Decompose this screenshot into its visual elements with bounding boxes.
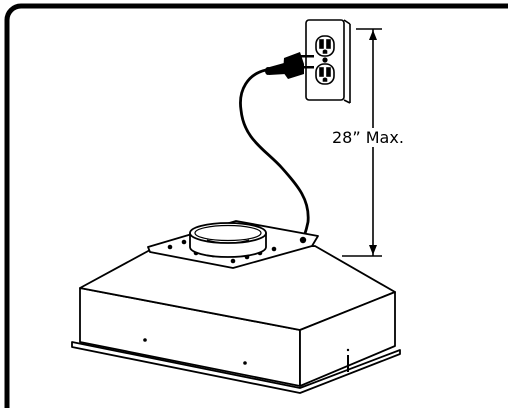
duct-collar [189, 222, 267, 258]
diagram-border [4, 3, 508, 408]
power-plug [265, 52, 314, 79]
hood-side-face [299, 291, 396, 387]
power-cord [239, 68, 310, 242]
outlet-socket-bottom [315, 63, 335, 85]
outlet-socket-top [315, 35, 335, 57]
dimension-label: 28” Max. [331, 128, 405, 147]
hood-bottom-flange [71, 341, 401, 394]
hood-top-face [79, 245, 396, 331]
wall-outlet [305, 19, 351, 104]
